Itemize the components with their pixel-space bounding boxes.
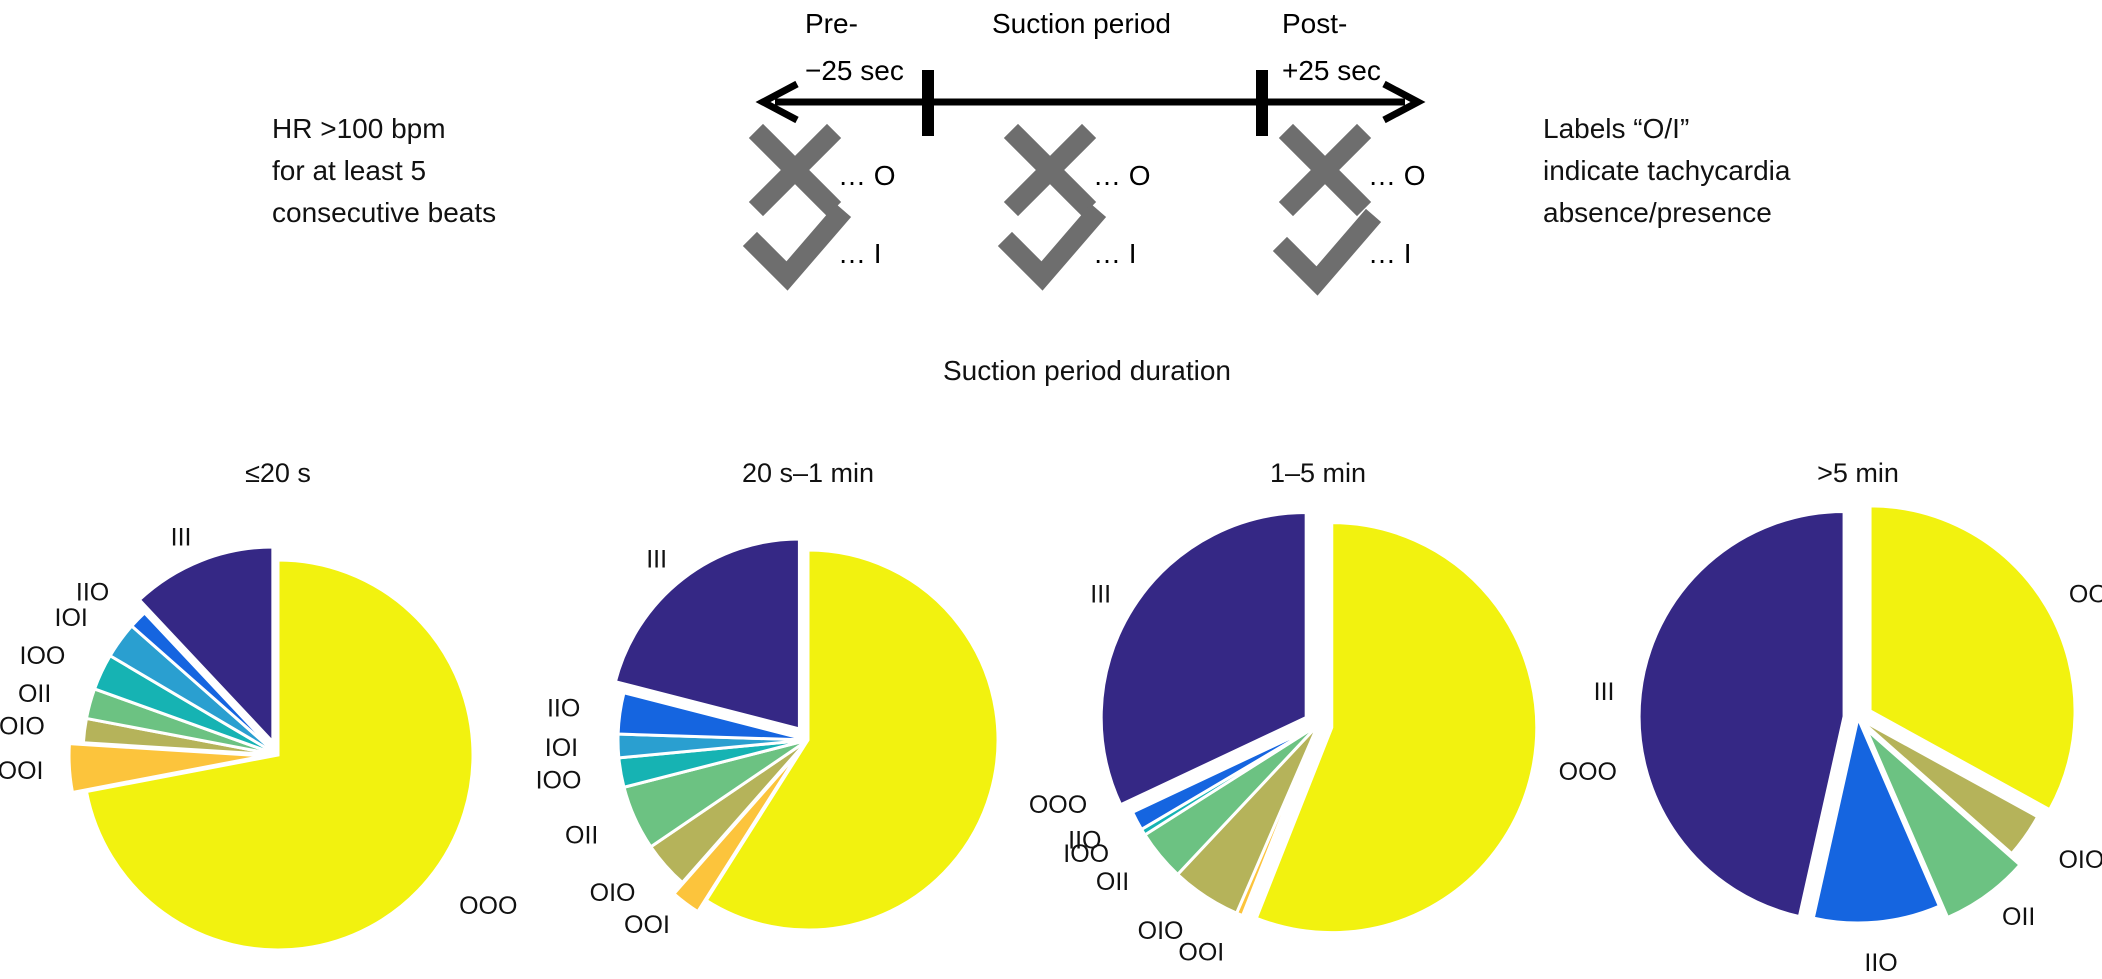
pre-time: −25 sec	[805, 55, 904, 86]
pie-chart-title: 20 s–1 min	[742, 458, 874, 488]
suction-check-icon	[997, 203, 1107, 291]
pie-slice-label: IOI	[545, 734, 578, 762]
pie-slice-label: OOI	[1178, 938, 1224, 966]
pie-slice-label: OII	[2002, 903, 2035, 931]
pie-slice-iii	[1099, 510, 1308, 807]
pie-slice-oii	[1864, 728, 2023, 920]
post-cross-icon	[1278, 123, 1372, 217]
pie-slice-label: IOO	[536, 767, 582, 795]
pie-slice-label: OII	[565, 822, 598, 850]
timeline-left-arrowhead	[755, 80, 799, 124]
pie-slice-label: IIO	[76, 578, 109, 606]
post-label: Post-	[1282, 8, 1347, 39]
post-absent-mark: … O	[1368, 160, 1426, 191]
pie-slice-iii	[137, 545, 275, 746]
pie-slice-iio	[1130, 723, 1319, 832]
pie-slice-label: IOO	[20, 642, 66, 670]
suction-absent-mark: … O	[1093, 160, 1151, 191]
pie-slice-label: III	[171, 524, 192, 552]
pie-slice-label: III	[1594, 678, 1615, 706]
pie-slice-label: OIO	[0, 713, 45, 741]
pie-slice-label: OOO	[459, 892, 517, 920]
pie-slice-ooo	[1868, 504, 2077, 812]
timeline-diagram: Pre- −25 sec Suction period Post- +25 se…	[742, 8, 1426, 296]
pie-slice-label: IOI	[55, 604, 88, 632]
pie-slice-ooo	[704, 548, 1000, 932]
pie-slice-iio	[616, 690, 809, 742]
post-present-mark: … I	[1368, 238, 1412, 269]
legend-note-line-3: absence/presence	[1543, 197, 1772, 228]
pie-slice-label: IIO	[1068, 827, 1101, 855]
pie-slice-oio	[1857, 716, 2040, 856]
pie-slice-label: OIO	[2058, 846, 2102, 874]
legend-note-line-1: Labels “O/I”	[1543, 113, 1690, 144]
definition-line-2: for at least 5	[272, 155, 427, 186]
pie-slice-label: OII	[1096, 868, 1129, 896]
post-time: +25 sec	[1282, 55, 1381, 86]
pie-slice-label: OIO	[590, 879, 636, 907]
definition-line-3: consecutive beats	[272, 197, 497, 228]
pre-present-mark: … I	[838, 238, 882, 269]
suction-duration-title: Suction period duration	[943, 355, 1231, 386]
suction-period-label: Suction period	[992, 8, 1171, 39]
pie-slice-iii	[613, 537, 801, 731]
pie-slice-label: OOI	[624, 911, 670, 939]
pie-slice-iio	[129, 610, 280, 757]
pie-slice-label: III	[1090, 581, 1111, 609]
pie-slice-label: OOO	[2069, 580, 2102, 608]
pie-slice-ooo	[1254, 521, 1539, 935]
pie-slice-label: OOO	[1029, 791, 1087, 819]
pre-check-icon	[742, 203, 852, 291]
pie-slice-label: OII	[18, 680, 51, 708]
pie-slice-ooi	[671, 750, 801, 914]
pre-absent-mark: … O	[838, 160, 896, 191]
suction-present-mark: … I	[1093, 238, 1137, 269]
pie-slice-label: OIO	[1138, 917, 1184, 945]
pie-chart-title: ≤20 s	[245, 458, 311, 488]
pie-chart-title: >5 min	[1817, 458, 1899, 488]
pre-label: Pre-	[805, 8, 858, 39]
label-legend-note: Labels “O/I” indicate tachycardia absenc…	[1543, 108, 1790, 234]
suction-cross-icon	[1003, 123, 1097, 217]
pre-cross-icon	[748, 123, 842, 217]
pie-slice-iii	[1637, 509, 1846, 919]
pie-slice-label: III	[646, 545, 667, 573]
tachycardia-definition: HR >100 bpm for at least 5 consecutive b…	[272, 108, 496, 234]
pie-slice-label: IOO	[1063, 840, 1109, 868]
pie-slice-label: OOI	[0, 757, 43, 785]
timeline-right-arrowhead	[1382, 80, 1426, 124]
pie-slice-label: OOO	[1559, 758, 1617, 786]
pie-slice-ooi	[67, 742, 265, 795]
pie-chart-title: 1–5 min	[1270, 458, 1366, 488]
pie-slice-label: IIO	[547, 695, 580, 723]
definition-line-1: HR >100 bpm	[272, 113, 446, 144]
legend-note-line-2: indicate tachycardia	[1543, 155, 1791, 186]
post-check-icon	[1272, 208, 1382, 296]
pie-slice-ooo	[84, 558, 475, 952]
pie-slice-label: IIO	[1864, 949, 1897, 977]
pie-slice-iio	[1811, 713, 1942, 925]
